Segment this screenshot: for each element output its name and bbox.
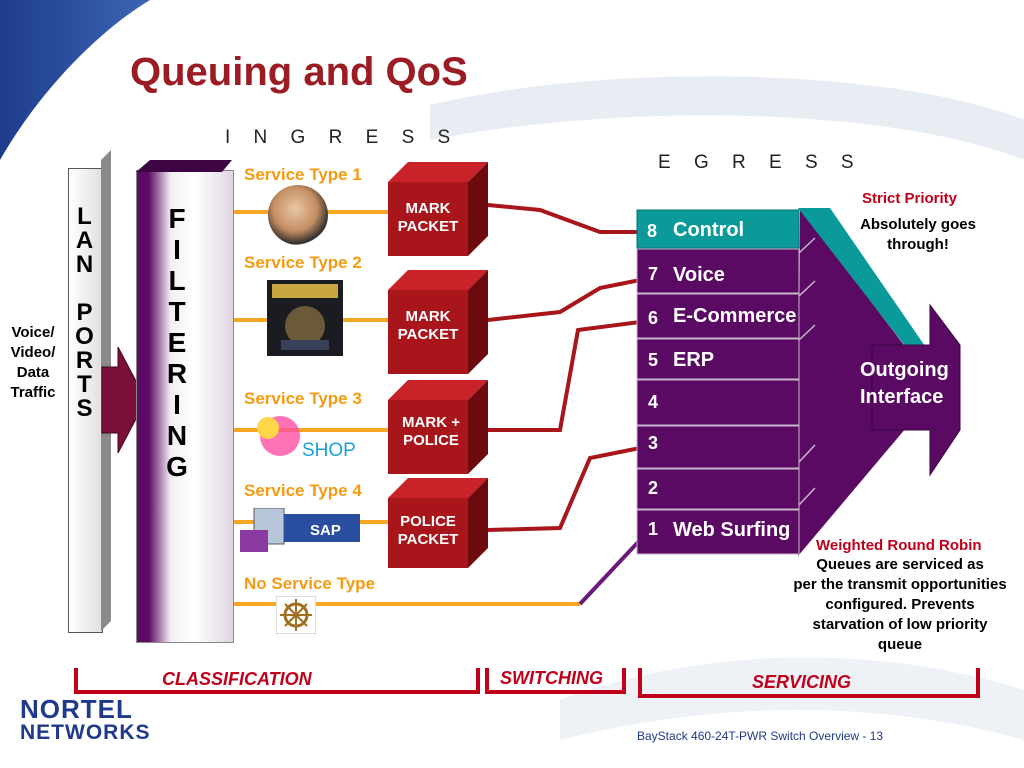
filtering-column xyxy=(136,170,234,643)
queue-5-number: 5 xyxy=(648,350,659,370)
svg-text:SAP: SAP xyxy=(310,522,341,539)
svg-text:SHOP: SHOP xyxy=(302,440,356,461)
ingress-label: I N G R E S S xyxy=(225,127,460,148)
egress-label: E G R E S S xyxy=(658,152,863,173)
service-type-1-label: Service Type 1 xyxy=(244,165,362,184)
classification-label: CLASSIFICATION xyxy=(162,669,312,689)
queue-1-number: 1 xyxy=(648,519,659,539)
ingress-arrow xyxy=(101,346,147,454)
queue-5-name: ERP xyxy=(673,349,715,371)
mark-packet-box-1 xyxy=(388,162,488,256)
queue-7-number: 7 xyxy=(648,264,659,284)
queue-2-number: 2 xyxy=(648,478,659,498)
nortel-networks-logo: NORTEL NETWORKS xyxy=(20,694,151,744)
service-type-3-label: Service Type 3 xyxy=(244,389,362,408)
no-service-type-label: No Service Type xyxy=(244,574,376,593)
queue-3-number: 3 xyxy=(648,433,659,453)
footer-text: BayStack 460-24T-PWR Switch Overview - 1… xyxy=(637,729,884,743)
queue-6-number: 6 xyxy=(648,308,659,328)
star-wars-dvd-icon xyxy=(267,280,343,356)
police-packet-box xyxy=(388,478,488,568)
queue-7-name: Voice xyxy=(673,264,725,286)
servicing-label: SERVICING xyxy=(752,672,852,692)
filtering-top xyxy=(136,160,232,172)
headset-agent-icon xyxy=(268,185,328,245)
queue-1-name: Web Surfing xyxy=(673,519,791,541)
sap-icon: SAP xyxy=(240,508,360,552)
queue-8-name: Control xyxy=(673,219,745,241)
switching-label: SWITCHING xyxy=(500,668,603,688)
mark-police-label: MARK +POLICE xyxy=(402,414,460,449)
strict-priority-heading: Strict Priority xyxy=(862,190,958,207)
queue-8-number: 8 xyxy=(647,221,658,241)
queue-4-number: 4 xyxy=(648,392,659,412)
queue-6-name: E-Commerce xyxy=(673,305,797,327)
ship-wheel-icon xyxy=(276,596,316,634)
wrr-heading: Weighted Round Robin xyxy=(816,537,982,554)
mark-packet-box-2 xyxy=(388,270,488,374)
web-shop-icon: SHOP xyxy=(257,416,356,461)
service-type-4-label: Service Type 4 xyxy=(244,481,362,500)
mark-police-box xyxy=(388,380,488,474)
page-title: Queuing and QoS xyxy=(130,50,468,94)
service-type-2-label: Service Type 2 xyxy=(244,253,362,272)
